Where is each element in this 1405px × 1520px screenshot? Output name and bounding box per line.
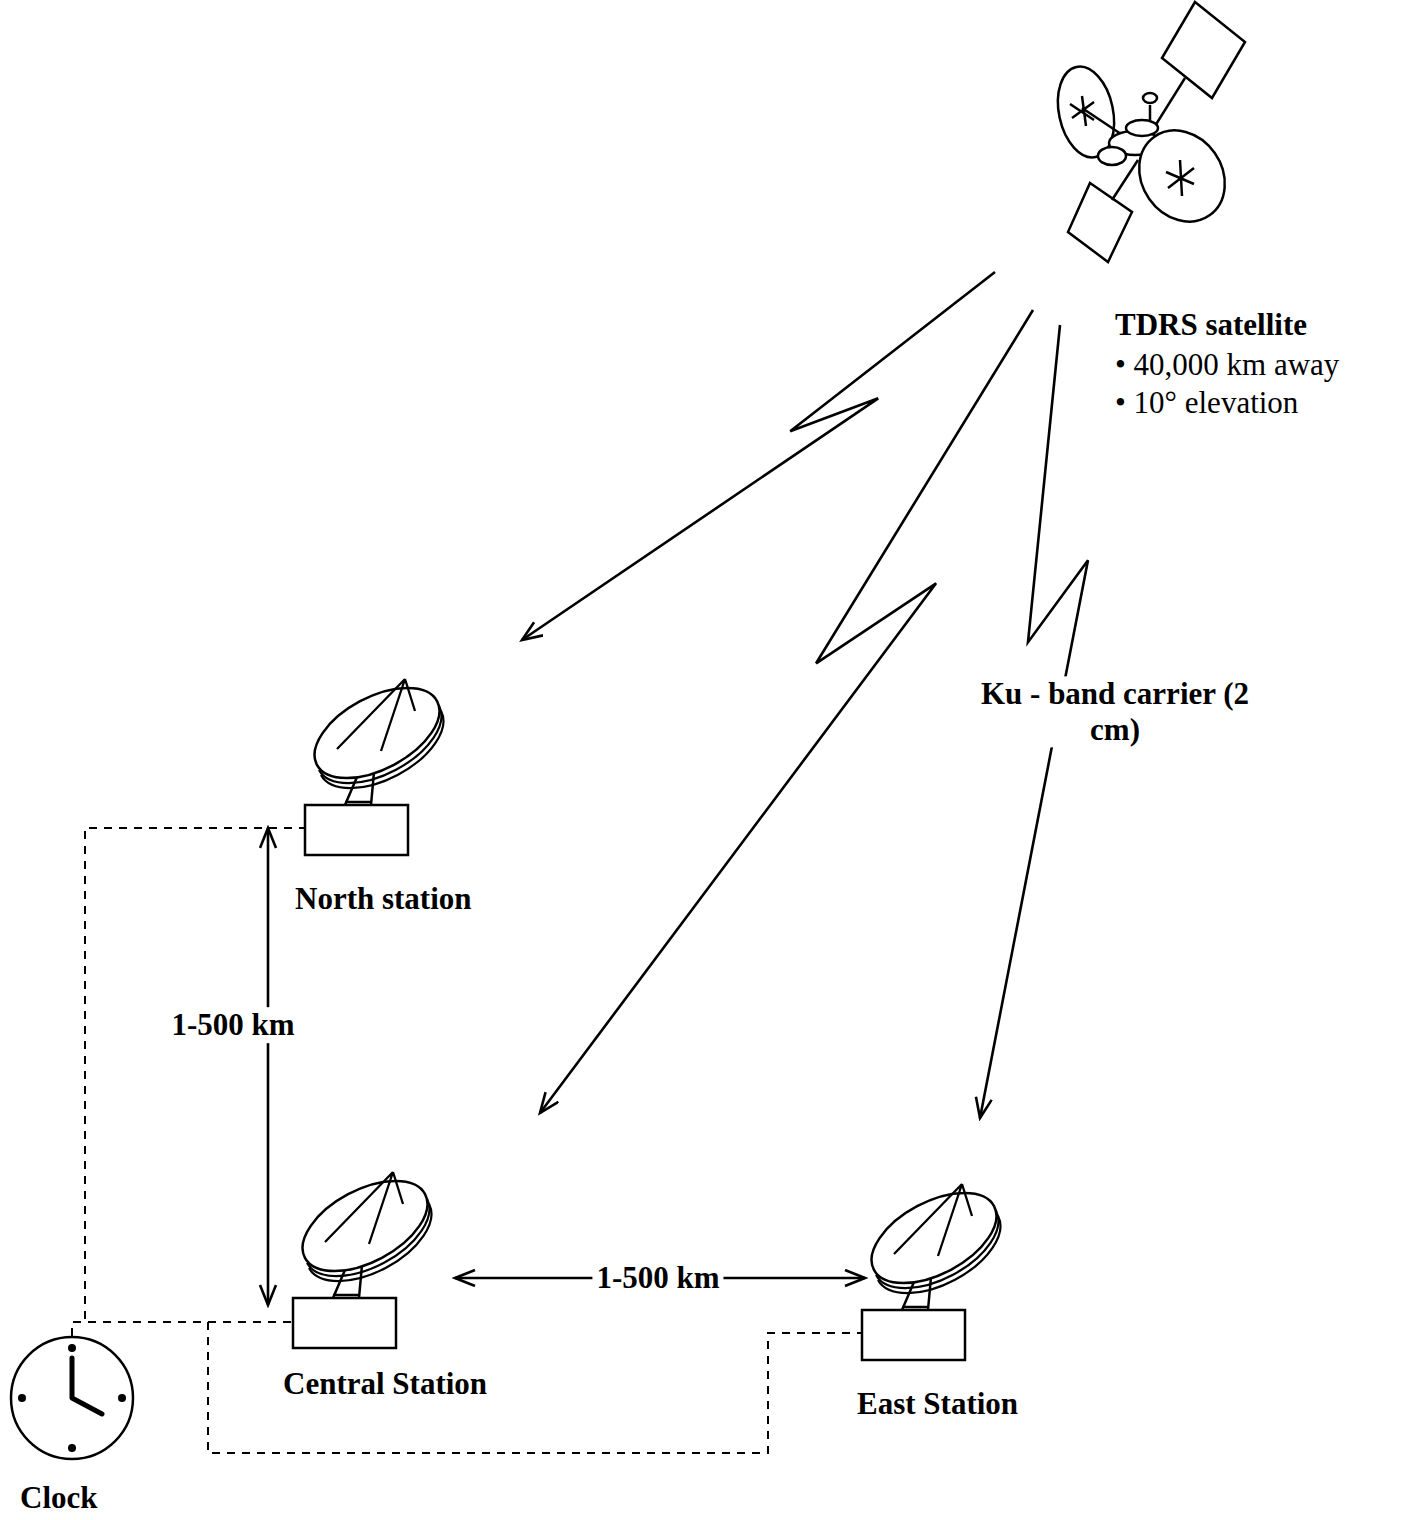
clock-node: Clock bbox=[5, 1334, 145, 1518]
edge-label: 1-500 km bbox=[167, 1007, 298, 1043]
equipment-box bbox=[862, 1310, 965, 1360]
node-drawing bbox=[820, 1110, 1060, 1430]
solar-panel bbox=[1068, 183, 1132, 262]
solar-panel bbox=[1162, 2, 1245, 98]
node-title: Clock bbox=[20, 1480, 98, 1516]
equipment-box bbox=[293, 1298, 396, 1348]
node-title: North station bbox=[295, 881, 472, 917]
station-node: East Station bbox=[820, 1110, 1060, 1430]
feed-tripod bbox=[337, 679, 415, 751]
dish-rim bbox=[319, 706, 441, 783]
dish bbox=[857, 1174, 1011, 1301]
station-node: Central Station bbox=[255, 1100, 545, 1410]
node-note: • 10° elevation bbox=[1115, 385, 1298, 421]
omni-antenna bbox=[1143, 93, 1157, 103]
dish bbox=[288, 1162, 442, 1289]
satellite-body bbox=[1126, 120, 1158, 136]
satellite-body bbox=[1098, 147, 1126, 165]
dish bbox=[300, 669, 454, 796]
node-drawing bbox=[255, 1100, 545, 1410]
node-title: TDRS satellite bbox=[1115, 307, 1307, 343]
panel-boom bbox=[1112, 160, 1138, 200]
node-title: East Station bbox=[857, 1386, 1018, 1422]
node-note: • 40,000 km away bbox=[1115, 347, 1339, 383]
radio-link bbox=[522, 272, 995, 640]
edge-label: Ku - band carrier (2 cm) bbox=[961, 676, 1269, 747]
clock-face bbox=[11, 1337, 133, 1459]
sync-wire bbox=[72, 828, 305, 1336]
equipment-box bbox=[305, 805, 408, 855]
sync-wire bbox=[72, 1322, 293, 1336]
dish-rim bbox=[876, 1211, 998, 1288]
station-node: North station bbox=[255, 635, 525, 925]
edge-label: 1-500 km bbox=[592, 1260, 723, 1296]
omni-antenna bbox=[1149, 105, 1152, 122]
clock-marks bbox=[18, 1344, 126, 1452]
clock-hands bbox=[72, 1358, 102, 1414]
feed-tripod bbox=[894, 1184, 972, 1256]
distance-arrow bbox=[267, 828, 270, 1305]
sync-wire bbox=[72, 1322, 862, 1453]
feed-star bbox=[1070, 96, 1194, 196]
feed-tripod bbox=[325, 1172, 403, 1244]
radio-link bbox=[540, 310, 1033, 1113]
dish-rim bbox=[307, 1199, 429, 1276]
satellite-node: TDRS satellite • 40,000 km away• 10° elev… bbox=[1050, 55, 1395, 430]
node-title: Central Station bbox=[283, 1366, 487, 1402]
